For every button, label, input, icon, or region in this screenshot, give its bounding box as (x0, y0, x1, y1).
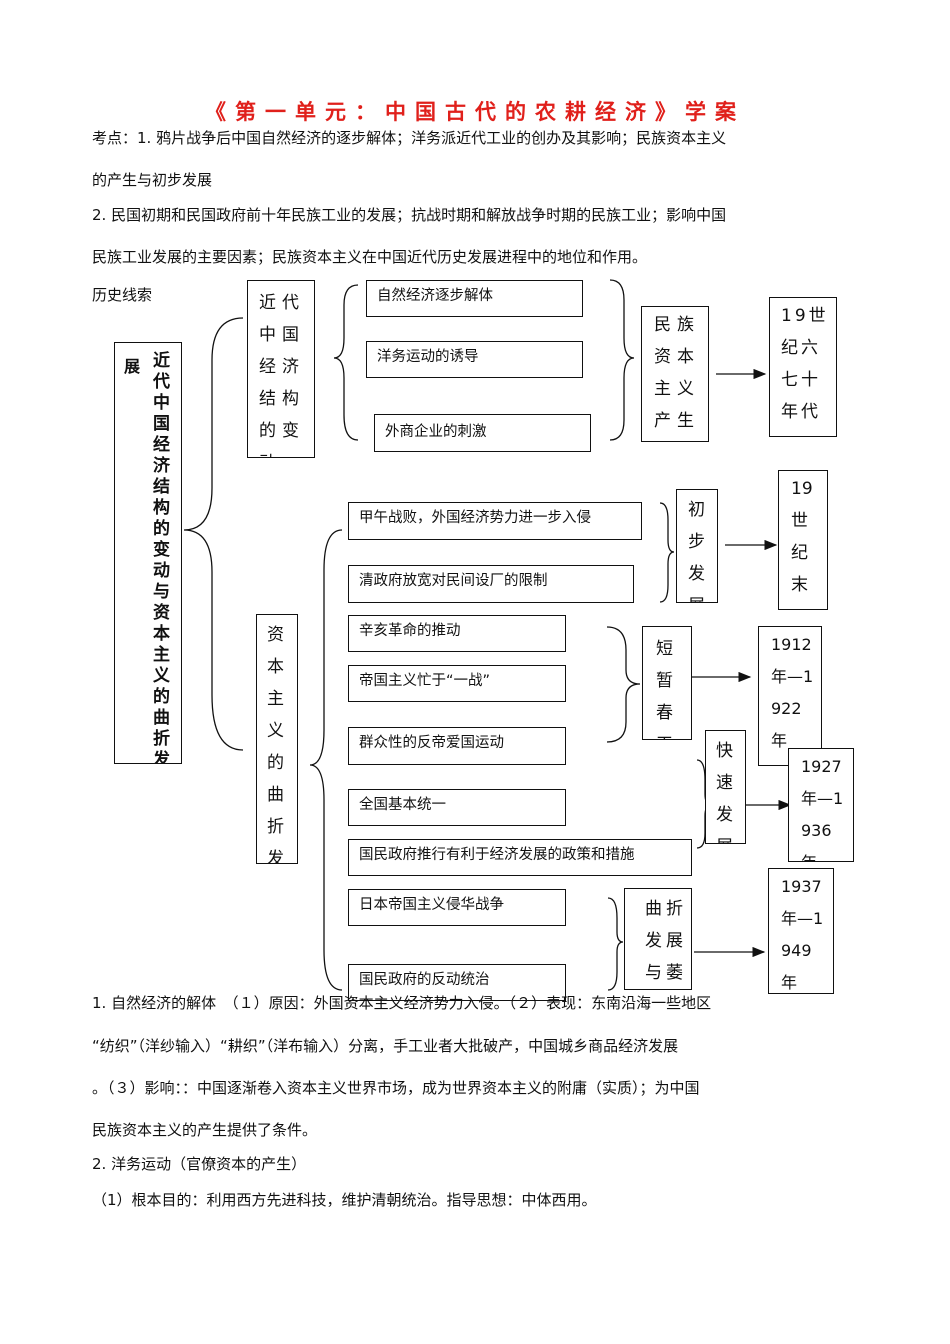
body-p2-title: 2. 洋务运动（官僚资本的产生） (92, 1155, 307, 1173)
date1-box: 19世纪六七十年代 (769, 297, 837, 437)
kaodian-line-1: 考点：1. 鸦片战争后中国自然经济的逐步解体；洋务派近代工业的创办及其影响；民族… (92, 129, 727, 147)
section2-text: 资本主义的曲折发展 (267, 625, 284, 864)
body-p1-line-1: 1. 自然经济的解体 （１）原因：外国资本主义经济势力入侵。（２）表现：东南沿海… (92, 994, 712, 1012)
item-reactionary-rule: 国民政府的反动统治 (348, 964, 566, 1001)
item-patriotic-movement: 群众性的反帝爱国运动 (348, 727, 566, 765)
date-1912-box: 1912年—1922年 (758, 626, 822, 766)
stage-twisted-decline: 曲折发展与萎缩 (624, 888, 692, 990)
section1-text: 近代中国经济结构的变动 (259, 293, 305, 457)
diagram-label: 历史线索 (92, 286, 153, 304)
stage-initial-text: 初步发展 (688, 500, 705, 602)
date-1937-box: 1937年—1949年 (768, 868, 834, 994)
date-19th-end-box: 19世纪末 (778, 470, 828, 610)
main-topic-text: 近代中国经济结构的变动与资本主义的曲折发展 (153, 351, 170, 764)
date1-text: 19世纪六七十年代 (781, 306, 829, 422)
result1-box: 民族资本主义产生 (641, 306, 709, 442)
date-19th-end-text: 19世纪末 (791, 479, 813, 595)
item-jiawu: 甲午战败，外国经济势力进一步入侵 (348, 502, 642, 540)
result1-text: 民族资本主义产生 (654, 315, 700, 431)
section1-box: 近代中国经济结构的变动 (247, 280, 315, 458)
page-title: 《第一单元：中国古代的农耕经济》学案 (205, 100, 745, 124)
kaodian-line-3: 2. 民国初期和民国政府前十年民族工业的发展；抗战时期和解放战争时期的民族工业；… (92, 206, 727, 224)
stage-spring-text: 短暂春天 (656, 639, 673, 739)
item-wwi: 帝国主义忙于“一战” (348, 665, 566, 702)
item-xinhai: 辛亥革命的推动 (348, 615, 566, 652)
date-1912-text: 1912年—1922年 (771, 635, 814, 750)
date-1937-text: 1937年—1949年 (781, 877, 824, 992)
date-1927-text: 1927年—1936年 (801, 757, 844, 861)
stage-rapid-development: 快速发展 (705, 730, 746, 844)
section2-box: 资本主义的曲折发展 (256, 614, 298, 864)
item-japan-war: 日本帝国主义侵华战争 (348, 889, 566, 926)
kaodian-line-4: 民族工业发展的主要因素；民族资本主义在中国近代历史发展进程中的地位和作用。 (92, 248, 648, 266)
stage-brief-spring: 短暂春天 (642, 626, 692, 740)
item-nationalist-policy: 国民政府推行有利于经济发展的政策和措施 (348, 839, 692, 876)
body-p2-line-1: （1）根本目的：利用西方先进科技，维护清朝统治。指导思想：中体西用。 (92, 1191, 597, 1209)
stage-rapid-text: 快速发展 (716, 741, 733, 843)
body-p1-line-2: “纺织”（洋纱输入）“耕织”（洋布输入）分离，手工业者大批破产，中国城乡商品经济… (92, 1037, 679, 1055)
kaodian-line-2: 的产生与初步发展 (92, 171, 213, 189)
item-natural-economy: 自然经济逐步解体 (366, 280, 583, 317)
item-westernization: 洋务运动的诱导 (366, 341, 583, 378)
date-1927-box: 1927年—1936年 (788, 748, 854, 862)
item-qing-policy: 清政府放宽对民间设厂的限制 (348, 565, 634, 603)
main-topic-box: 展 近代中国经济结构的变动与资本主义的曲折发展 (114, 342, 182, 764)
stage-decline-text: 曲折发展与萎缩 (645, 899, 687, 983)
item-foreign-enterprise: 外商企业的刺激 (374, 414, 591, 452)
stage-initial-development: 初步发展 (676, 489, 718, 603)
item-unification: 全国基本统一 (348, 789, 566, 826)
body-p1-line-4: 民族资本主义的产生提供了条件。 (92, 1121, 318, 1139)
body-p1-line-3: 。（３）影响：：中国逐渐卷入资本主义世界市场，成为世界资本主义的附庸（实质）；为… (92, 1079, 700, 1097)
